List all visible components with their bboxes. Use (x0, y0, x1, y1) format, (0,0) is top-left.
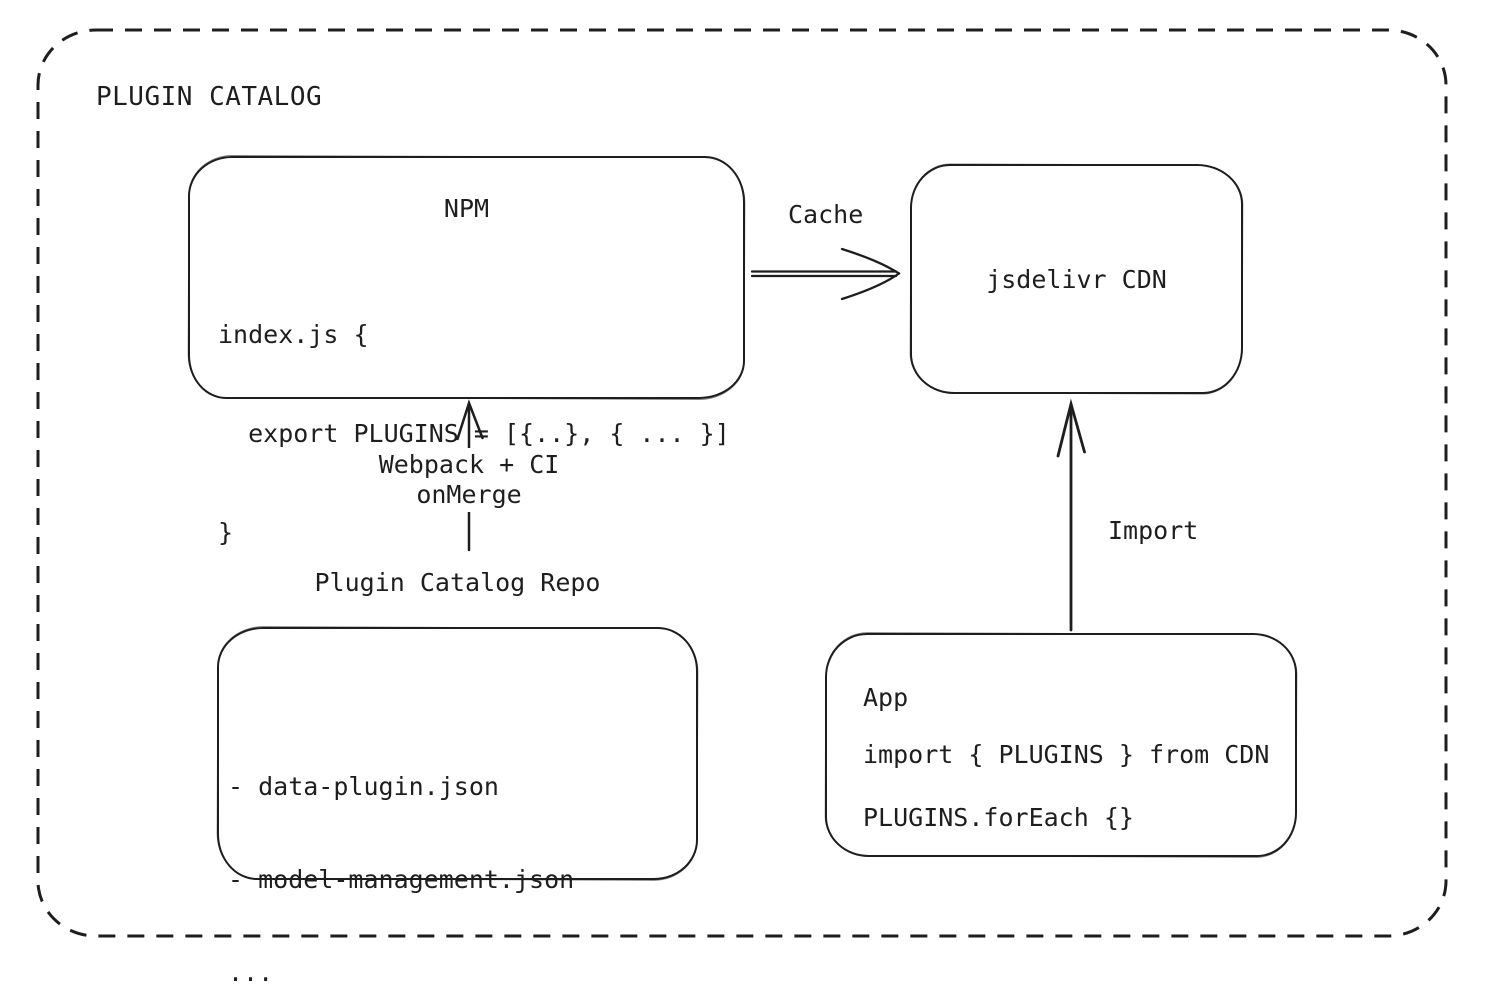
cache-edge-label: Cache (788, 200, 864, 229)
repo-file: - model-management.json (228, 865, 575, 894)
node-jsdelivr-cdn: jsdelivr CDN (910, 164, 1243, 394)
repo-label: Plugin Catalog Repo (314, 568, 601, 597)
diagram-title: PLUGIN CATALOG (96, 82, 323, 112)
import-edge-label: Import (1108, 516, 1199, 545)
catalog-boundary-dashed-border (36, 28, 1448, 938)
code-line: } (218, 518, 234, 547)
cache-arrow (750, 247, 901, 301)
npm-code-block: index.js { export PLUGINS = [{..}, { ...… (218, 252, 730, 615)
app-code-line: import { PLUGINS } from CDN (863, 740, 1270, 769)
npm-title: NPM (443, 194, 490, 223)
node-plugin-catalog-repo: - data-plugin.json - model-management.js… (217, 627, 698, 987)
cdn-label: jsdelivr CDN (986, 264, 1167, 294)
repo-file: - data-plugin.json (228, 772, 499, 801)
build-edge-label-line1: Webpack + CI (378, 450, 560, 479)
node-npm: NPM index.js { export PLUGINS = [{..}, {… (188, 156, 745, 547)
app-title: App (863, 683, 909, 712)
build-edge-label: Webpack + CI onMerge (349, 448, 589, 512)
node-app: App import { PLUGINS } from CDN PLUGINS.… (825, 633, 1297, 857)
build-edge-label-line2: onMerge (416, 480, 522, 509)
repo-file-list: - data-plugin.json - model-management.js… (228, 709, 574, 1002)
code-line: index.js { (218, 320, 369, 349)
app-code-line: PLUGINS.forEach {} (863, 803, 1134, 832)
repo-file: ... (228, 958, 274, 987)
code-line: export PLUGINS = [{..}, { ... }] (218, 419, 730, 448)
import-arrow (1056, 398, 1086, 632)
